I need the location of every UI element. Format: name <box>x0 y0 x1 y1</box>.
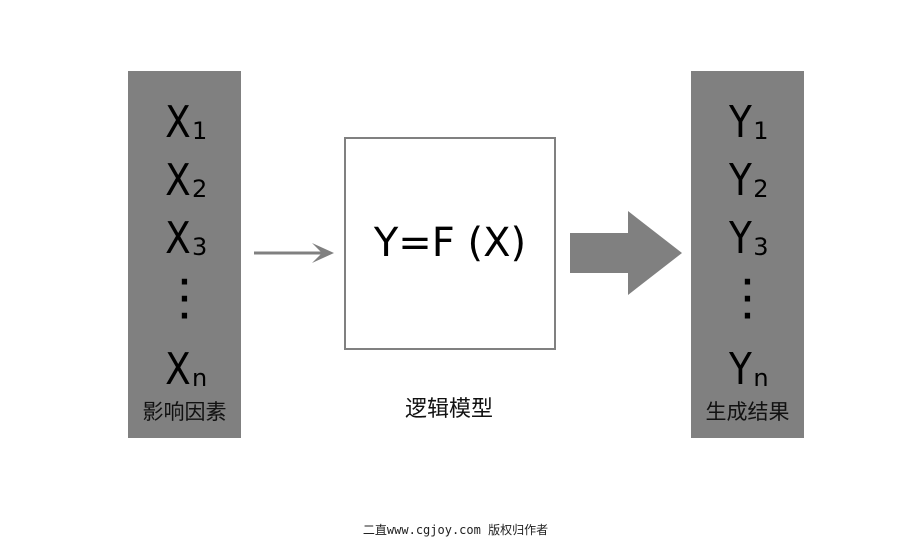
model-formula: Y=F (X) <box>373 220 527 266</box>
output-arrow <box>570 211 682 295</box>
input-x1: X1 <box>164 97 207 148</box>
output-results-label: 生成结果 <box>705 400 790 424</box>
logic-model-box: Y=F (X) <box>344 137 556 350</box>
model-caption: 逻辑模型 <box>404 397 493 422</box>
watermark-footer: 二直www.cgjoy.com 版权归作者 <box>362 523 549 537</box>
output-results-panel: Y1 Y2 Y3 · · · Yn 生成结果 <box>691 71 804 438</box>
input-xn: Xn <box>164 344 207 395</box>
output-ellipsis: · · · <box>741 265 754 334</box>
input-x2: X2 <box>164 155 207 206</box>
input-x3: X3 <box>164 213 207 264</box>
output-y1: Y1 <box>729 97 768 148</box>
output-y3: Y3 <box>729 213 768 264</box>
input-factors-label: 影响因素 <box>142 400 227 424</box>
output-y2: Y2 <box>729 155 768 206</box>
input-ellipsis: · · · <box>178 265 191 334</box>
input-arrow <box>254 243 334 263</box>
output-yn: Yn <box>729 344 768 395</box>
input-factors-panel: X1 X2 X3 · · · Xn 影响因素 <box>128 71 241 438</box>
